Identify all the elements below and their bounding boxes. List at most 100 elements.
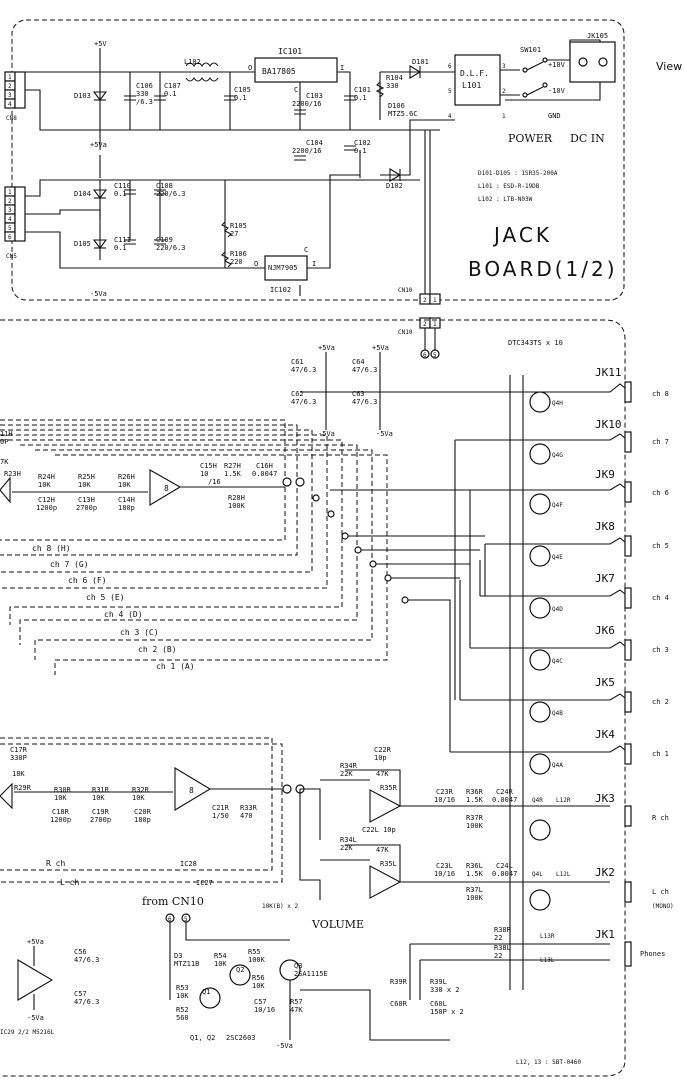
top-component-glyphs [92, 62, 422, 268]
svg-text:JK2: JK2 [595, 866, 615, 879]
svg-text:R104: R104 [386, 74, 403, 82]
svg-text:22K: 22K [340, 770, 353, 778]
svg-text:R28H: R28H [228, 494, 245, 502]
svg-text:47K: 47K [290, 1006, 303, 1014]
svg-text:C103: C103 [306, 92, 323, 100]
svg-text:0.0047: 0.0047 [492, 796, 517, 804]
svg-text:R ch: R ch [46, 859, 65, 868]
svg-text:R55: R55 [248, 948, 261, 956]
top-board-outline [11, 19, 625, 301]
svg-text:R34L: R34L [340, 836, 357, 844]
svg-text:JK5: JK5 [595, 676, 615, 689]
svg-text:-5Va: -5Va [276, 1042, 293, 1050]
svg-text:ch 6 (F): ch 6 (F) [68, 576, 107, 585]
svg-text:0P: 0P [0, 438, 8, 446]
svg-text:4: 4 [8, 216, 12, 223]
svg-text:10K: 10K [92, 794, 105, 802]
output-jacks: JK3 R ch Q4R L12R JK2 L ch (MONO) Q4L L1… [410, 792, 674, 967]
power-label: POWER [508, 132, 553, 145]
svg-text:CN10: CN10 [398, 329, 413, 336]
svg-text:JK4: JK4 [595, 728, 615, 741]
svg-text:-5Va: -5Va [27, 1014, 44, 1022]
svg-text:Phones: Phones [640, 950, 665, 958]
svg-text:180p: 180p [134, 816, 151, 824]
svg-text:C15H: C15H [200, 462, 217, 470]
svg-text:ch 4: ch 4 [652, 594, 669, 602]
svg-text:JK6: JK6 [595, 624, 615, 637]
svg-text:0.0047: 0.0047 [492, 870, 517, 878]
svg-text:JK8: JK8 [595, 520, 615, 533]
svg-text:C60L: C60L [430, 1000, 447, 1008]
svg-text:C22R: C22R [374, 746, 392, 754]
svg-text:1: 1 [502, 113, 506, 120]
svg-text:47/6.3: 47/6.3 [291, 366, 316, 374]
svg-text:C62: C62 [291, 390, 304, 398]
svg-text:10/16: 10/16 [254, 1006, 275, 1014]
svg-text:C22L 10p: C22L 10p [362, 826, 396, 834]
svg-text:L ch: L ch [60, 878, 79, 887]
cn5-label: CN5 [6, 253, 17, 260]
svg-text:1.5K: 1.5K [466, 870, 484, 878]
svg-text:+5Va: +5Va [372, 344, 389, 352]
svg-text:Q1: Q1 [202, 988, 210, 996]
svg-text:C57: C57 [74, 990, 87, 998]
sw101: SW101 +10V -10V GND [520, 46, 566, 120]
svg-text:ch 3 (C): ch 3 (C) [120, 628, 159, 637]
svg-text:L102: L102 [184, 58, 201, 66]
svg-text:47K: 47K [376, 770, 389, 778]
svg-text:JK7: JK7 [595, 572, 615, 585]
svg-text:220/6.3: 220/6.3 [156, 244, 186, 252]
svg-text:JK1: JK1 [595, 928, 615, 941]
svg-text:ch 2: ch 2 [652, 698, 669, 706]
svg-text:C16H: C16H [256, 462, 273, 470]
svg-text:D.L.F.: D.L.F. [460, 69, 489, 78]
svg-text:C24L: C24L [496, 862, 513, 870]
svg-text:47/6.3: 47/6.3 [74, 998, 99, 1006]
jk105: JK105 [569, 32, 616, 83]
svg-text:L13R: L13R [540, 933, 555, 940]
svg-text:C56: C56 [74, 948, 87, 956]
svg-text:2: 2 [8, 83, 12, 90]
svg-text:470: 470 [240, 812, 253, 820]
svg-text:10: 10 [200, 470, 208, 478]
mute-circuit: 6 5 D3 MTZ11B R53 10K R52 560 R54 10K R5… [165, 913, 450, 1050]
jack-jk1: JK1 Phones L13R L13L [410, 928, 665, 967]
cn8-label: CN8 [6, 115, 17, 122]
svg-text:6: 6 [448, 63, 452, 70]
svg-text:10K: 10K [132, 794, 145, 802]
svg-text:2: 2 [502, 88, 506, 95]
svg-text:6: 6 [8, 234, 12, 241]
svg-text:10K(B) x 2: 10K(B) x 2 [262, 903, 299, 910]
svg-text:ch 1 (A): ch 1 (A) [156, 662, 195, 671]
svg-text:Q4F: Q4F [552, 502, 563, 509]
svg-text:560: 560 [176, 1014, 189, 1022]
svg-text:R26H: R26H [118, 473, 135, 481]
h-filter: 8 R24H 10K R25H 10K R26H 10K C12H 1200p … [0, 419, 409, 675]
svg-text:1.5K: 1.5K [224, 470, 242, 478]
board-title-1: JACK [492, 223, 552, 247]
svg-text:R35L: R35L [380, 860, 397, 868]
svg-text:2: 2 [423, 321, 427, 328]
svg-text:D103: D103 [74, 92, 91, 100]
svg-text:R57: R57 [290, 998, 303, 1006]
svg-text:L101: L101 [462, 81, 481, 90]
svg-text:10K: 10K [54, 794, 67, 802]
note-l101: L101 : ESD-R-19DB [478, 183, 540, 190]
svg-text:6: 6 [168, 916, 172, 923]
svg-text:C13H: C13H [78, 496, 95, 504]
svg-text:C21R: C21R [212, 804, 230, 812]
svg-text:Q4D: Q4D [552, 606, 563, 613]
svg-text:+5Va: +5Va [27, 938, 44, 946]
svg-text:R31R: R31R [92, 786, 110, 794]
svg-text:-5Va: -5Va [318, 430, 335, 438]
svg-text:R36R: R36R [466, 788, 484, 796]
svg-text:C17R: C17R [10, 746, 28, 754]
svg-text:0.1: 0.1 [114, 190, 127, 198]
view-label: View [656, 60, 682, 73]
svg-text:1200p: 1200p [50, 816, 71, 824]
connector-cn5: 1 2 3 4 5 6 CN5 [4, 186, 26, 260]
